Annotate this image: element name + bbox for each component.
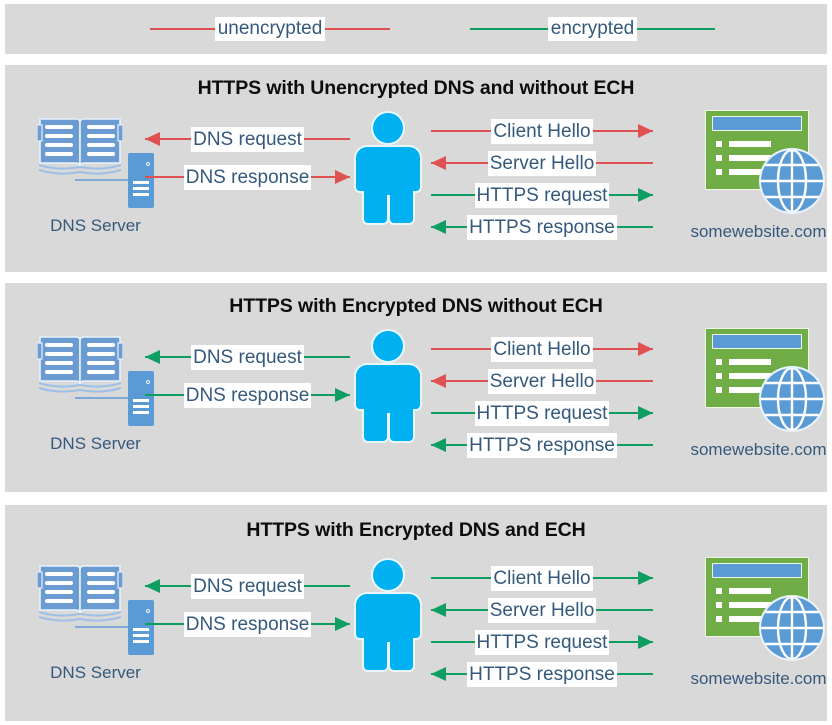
arrow-label: Server Hello	[487, 150, 597, 176]
flow-arrow: DNS request	[145, 126, 350, 152]
book-icon	[36, 560, 124, 626]
panel-title: HTTPS with Encrypted DNS without ECH	[229, 295, 603, 317]
globe-icon	[761, 150, 823, 212]
arrow-head-right-icon	[638, 124, 653, 138]
flow-arrow: HTTPS request	[431, 182, 653, 208]
arrow-head-left-icon	[431, 156, 446, 170]
book-icon	[36, 113, 124, 179]
legend-item-unencrypted: unencrypted	[150, 4, 390, 54]
arrow-label: Client Hello	[491, 336, 593, 362]
flow-arrow: Client Hello	[431, 118, 653, 144]
arrow-label: HTTPS request	[474, 629, 610, 655]
flow-arrow: DNS request	[145, 344, 350, 370]
user-head-icon	[373, 560, 403, 590]
connection-line	[75, 626, 131, 628]
user-torso	[364, 620, 413, 642]
arrow-label: Server Hello	[487, 597, 597, 623]
flow-arrow: DNS response	[145, 611, 350, 637]
dns-server-label: DNS Server	[50, 216, 141, 235]
website-label: somewebsite.com	[690, 440, 827, 459]
flow-arrow: DNS request	[145, 573, 350, 599]
legend-band: unencrypted encrypted	[5, 4, 827, 54]
arrow-head-left-icon	[431, 667, 446, 681]
flow-arrow: HTTPS response	[431, 432, 653, 458]
arrow-label: DNS response	[183, 164, 312, 190]
arrow-head-right-icon	[638, 342, 653, 356]
legend-item-encrypted: encrypted	[470, 4, 715, 54]
arrow-head-right-icon	[638, 188, 653, 202]
arrow-head-left-icon	[145, 579, 160, 593]
book-icon	[36, 331, 124, 397]
user-node	[352, 113, 424, 223]
arrow-label: HTTPS request	[474, 182, 610, 208]
server-tower-icon	[128, 371, 154, 426]
arrow-label: DNS response	[183, 611, 312, 637]
arrow-head-right-icon	[335, 617, 350, 631]
server-tower-icon	[128, 153, 154, 208]
arrow-head-left-icon	[145, 132, 160, 146]
arrow-head-right-icon	[638, 635, 653, 649]
user-node	[352, 331, 424, 441]
arrow-head-left-icon	[431, 374, 446, 388]
website-label: somewebsite.com	[690, 669, 827, 688]
user-torso	[364, 391, 413, 413]
arrow-label: Client Hello	[491, 118, 593, 144]
arrow-head-left-icon	[431, 603, 446, 617]
panel-title: HTTPS with Unencrypted DNS and without E…	[197, 77, 635, 99]
arrow-label: DNS request	[191, 126, 304, 152]
panel-encrypted-dns: HTTPS with Encrypted DNS without ECH DNS…	[5, 283, 827, 492]
arrow-label: DNS request	[191, 344, 304, 370]
arrow-head-right-icon	[335, 388, 350, 402]
flow-arrow: HTTPS response	[431, 661, 653, 687]
user-head-icon	[373, 113, 403, 143]
arrow-label: HTTPS response	[467, 661, 617, 687]
website-label: somewebsite.com	[690, 222, 827, 241]
arrow-head-left-icon	[431, 220, 446, 234]
connection-line	[75, 397, 131, 399]
arrow-label: Client Hello	[491, 565, 593, 591]
user-head-icon	[373, 331, 403, 361]
flow-arrow: HTTPS response	[431, 214, 653, 240]
arrow-label: DNS request	[191, 573, 304, 599]
arrow-head-right-icon	[638, 406, 653, 420]
dns-server-label: DNS Server	[50, 434, 141, 453]
arrow-head-left-icon	[431, 438, 446, 452]
arrow-head-right-icon	[638, 571, 653, 585]
flow-arrow: HTTPS request	[431, 400, 653, 426]
browser-titlebar	[712, 116, 802, 131]
arrow-label: Server Hello	[487, 368, 597, 394]
arrow-head-left-icon	[145, 350, 160, 364]
flow-arrow: DNS response	[145, 382, 350, 408]
flow-arrow: Server Hello	[431, 597, 653, 623]
user-node	[352, 560, 424, 670]
browser-titlebar	[712, 563, 802, 578]
arrow-head-right-icon	[335, 170, 350, 184]
flow-arrow: HTTPS request	[431, 629, 653, 655]
flow-arrow: Server Hello	[431, 150, 653, 176]
panel-unencrypted-dns: HTTPS with Unencrypted DNS and without E…	[5, 65, 827, 272]
legend-label-encrypted: encrypted	[547, 17, 638, 41]
server-tower-icon	[128, 600, 154, 655]
flow-arrow: Server Hello	[431, 368, 653, 394]
panel-title: HTTPS with Encrypted DNS and ECH	[246, 519, 586, 541]
legend-label-unencrypted: unencrypted	[214, 17, 326, 41]
connection-line	[75, 179, 131, 181]
flow-arrow: DNS response	[145, 164, 350, 190]
globe-icon	[761, 368, 823, 430]
arrow-label: HTTPS request	[474, 400, 610, 426]
browser-titlebar	[712, 334, 802, 349]
arrow-label: DNS response	[183, 382, 312, 408]
panel-encrypted-dns-and-ech: HTTPS with Encrypted DNS and ECH DNS Ser…	[5, 505, 827, 721]
flow-arrow: Client Hello	[431, 565, 653, 591]
user-torso	[364, 173, 413, 195]
arrow-label: HTTPS response	[467, 214, 617, 240]
flow-arrow: Client Hello	[431, 336, 653, 362]
dns-server-label: DNS Server	[50, 663, 141, 682]
globe-icon	[761, 597, 823, 659]
arrow-label: HTTPS response	[467, 432, 617, 458]
